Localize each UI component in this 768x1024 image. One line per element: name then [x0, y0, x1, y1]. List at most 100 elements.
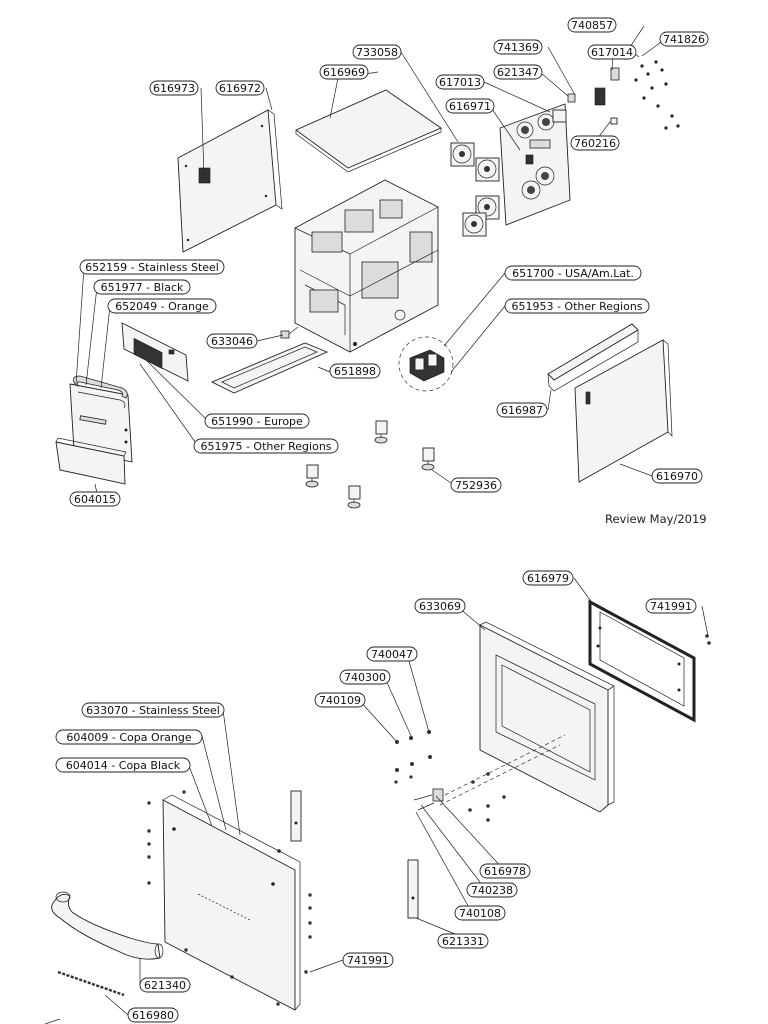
callout-633069: 633069 [414, 598, 466, 614]
side-panel-right [574, 339, 673, 483]
connector-part [280, 326, 299, 339]
callout-760216: 760216 [570, 135, 620, 151]
power-module [398, 336, 454, 392]
callout-740109: 740109 [314, 692, 366, 708]
callout-633070: 633070 - Stainless Steel [81, 702, 225, 718]
door-gasket [588, 599, 696, 723]
callout-text: 621347 [497, 66, 539, 79]
front-door-assembly [69, 375, 133, 463]
callout-text: 760216 [574, 137, 616, 150]
callout-text: 651975 - Other Regions [200, 440, 331, 453]
callout-651990: 651990 - Europe [204, 413, 310, 429]
callout-616973: 616973 [149, 80, 199, 96]
callout-616980: 616980 [127, 1007, 179, 1023]
callout-733058: 733058 [352, 44, 402, 60]
callout-616978: 616978 [479, 863, 531, 879]
callout-text: 616973 [153, 82, 195, 95]
callout-text: 604015 [74, 493, 116, 506]
side-panel-left [177, 109, 283, 253]
callout-604015: 604015 [69, 491, 121, 507]
callout-text: 616978 [484, 865, 526, 878]
callout-text: 621340 [144, 979, 186, 992]
callout-text: 741369 [497, 41, 539, 54]
callout-text: 616969 [323, 66, 365, 79]
callout-text: 633070 - Stainless Steel [86, 704, 220, 717]
callout-741991-top: 741991 [645, 598, 697, 614]
callout-652049: 652049 - Orange [107, 298, 217, 314]
control-panel [121, 322, 189, 382]
callout-616969: 616969 [319, 64, 369, 80]
callout-text: 621331 [442, 935, 484, 948]
callout-text: 740108 [459, 907, 501, 920]
callout-text: 604009 - Copa Orange [66, 731, 191, 744]
callout-604009: 604009 - Copa Orange [55, 729, 203, 745]
door-screws [147, 790, 312, 1006]
hinge-parts [290, 788, 444, 919]
callout-651977: 651977 - Black [93, 279, 191, 295]
callout-labels: 740857 741826 741369 617014 733058 62134… [55, 17, 709, 1023]
door-frame [479, 621, 615, 813]
callout-text: 741991 [650, 600, 692, 613]
callout-617013: 617013 [435, 74, 485, 90]
callout-text: 741991 [347, 954, 389, 967]
callout-text: 604014 - Copa Black [66, 759, 181, 772]
callout-text: 651953 - Other Regions [511, 300, 642, 313]
callout-740047: 740047 [366, 646, 418, 662]
top-parts-illustration [55, 49, 680, 509]
rear-panel [499, 103, 571, 226]
callout-616979: 616979 [522, 570, 574, 586]
callout-616987: 616987 [496, 402, 548, 418]
rear-small-components [552, 49, 680, 130]
oven-chassis [294, 179, 439, 353]
drip-tray [55, 437, 127, 485]
callout-text: 652049 - Orange [115, 300, 209, 313]
callout-text: 616972 [219, 82, 261, 95]
callout-text: 616971 [449, 100, 491, 113]
callout-604014: 604014 - Copa Black [55, 757, 191, 773]
callout-text: 652159 - Stainless Steel [85, 261, 219, 274]
callout-741826: 741826 [659, 31, 709, 47]
callout-741369: 741369 [493, 39, 543, 55]
door-handle [51, 891, 164, 960]
callout-text: 740238 [471, 884, 513, 897]
callout-616971: 616971 [445, 98, 495, 114]
callout-text: 617013 [439, 76, 481, 89]
callout-text: 616987 [501, 404, 543, 417]
callout-text: 740857 [571, 19, 613, 32]
review-note: Review May/2019 [605, 512, 707, 526]
callout-740857: 740857 [567, 17, 617, 33]
top-panel [295, 89, 442, 173]
callout-651953: 651953 - Other Regions [504, 298, 650, 314]
callout-616972: 616972 [215, 80, 265, 96]
callout-text: 633069 [419, 600, 461, 613]
callout-text: 733058 [356, 46, 398, 59]
callout-740108: 740108 [454, 905, 506, 921]
callout-text: 616980 [132, 1009, 174, 1022]
callout-651975: 651975 - Other Regions [193, 438, 339, 454]
callout-740238: 740238 [466, 882, 518, 898]
callout-651700: 651700 - USA/Am.Lat. [504, 265, 642, 281]
callout-text: 616979 [527, 572, 569, 585]
callout-616970: 616970 [651, 468, 703, 484]
callout-621347: 621347 [493, 64, 543, 80]
callout-651898: 651898 [329, 363, 381, 379]
callout-text: 740109 [319, 694, 361, 707]
callout-633046: 633046 [206, 333, 258, 349]
badge-logo [57, 970, 125, 997]
callout-text: 616970 [656, 470, 698, 483]
door-panel [162, 794, 301, 1011]
callout-text: 617014 [591, 46, 633, 59]
side-trim [547, 323, 639, 392]
bottom-parts-illustration [44, 599, 711, 1024]
callout-text: 741826 [663, 33, 705, 46]
callout-741991-bottom: 741991 [342, 952, 394, 968]
callout-752936: 752936 [450, 477, 502, 493]
callout-text: 740047 [371, 648, 413, 661]
callout-text: 651700 - USA/Am.Lat. [512, 267, 634, 280]
callout-text: 651990 - Europe [211, 415, 303, 428]
callout-621340: 621340 [139, 977, 191, 993]
callout-text: 651898 [334, 365, 376, 378]
callout-text: 633046 [211, 335, 253, 348]
callout-text: 752936 [455, 479, 497, 492]
